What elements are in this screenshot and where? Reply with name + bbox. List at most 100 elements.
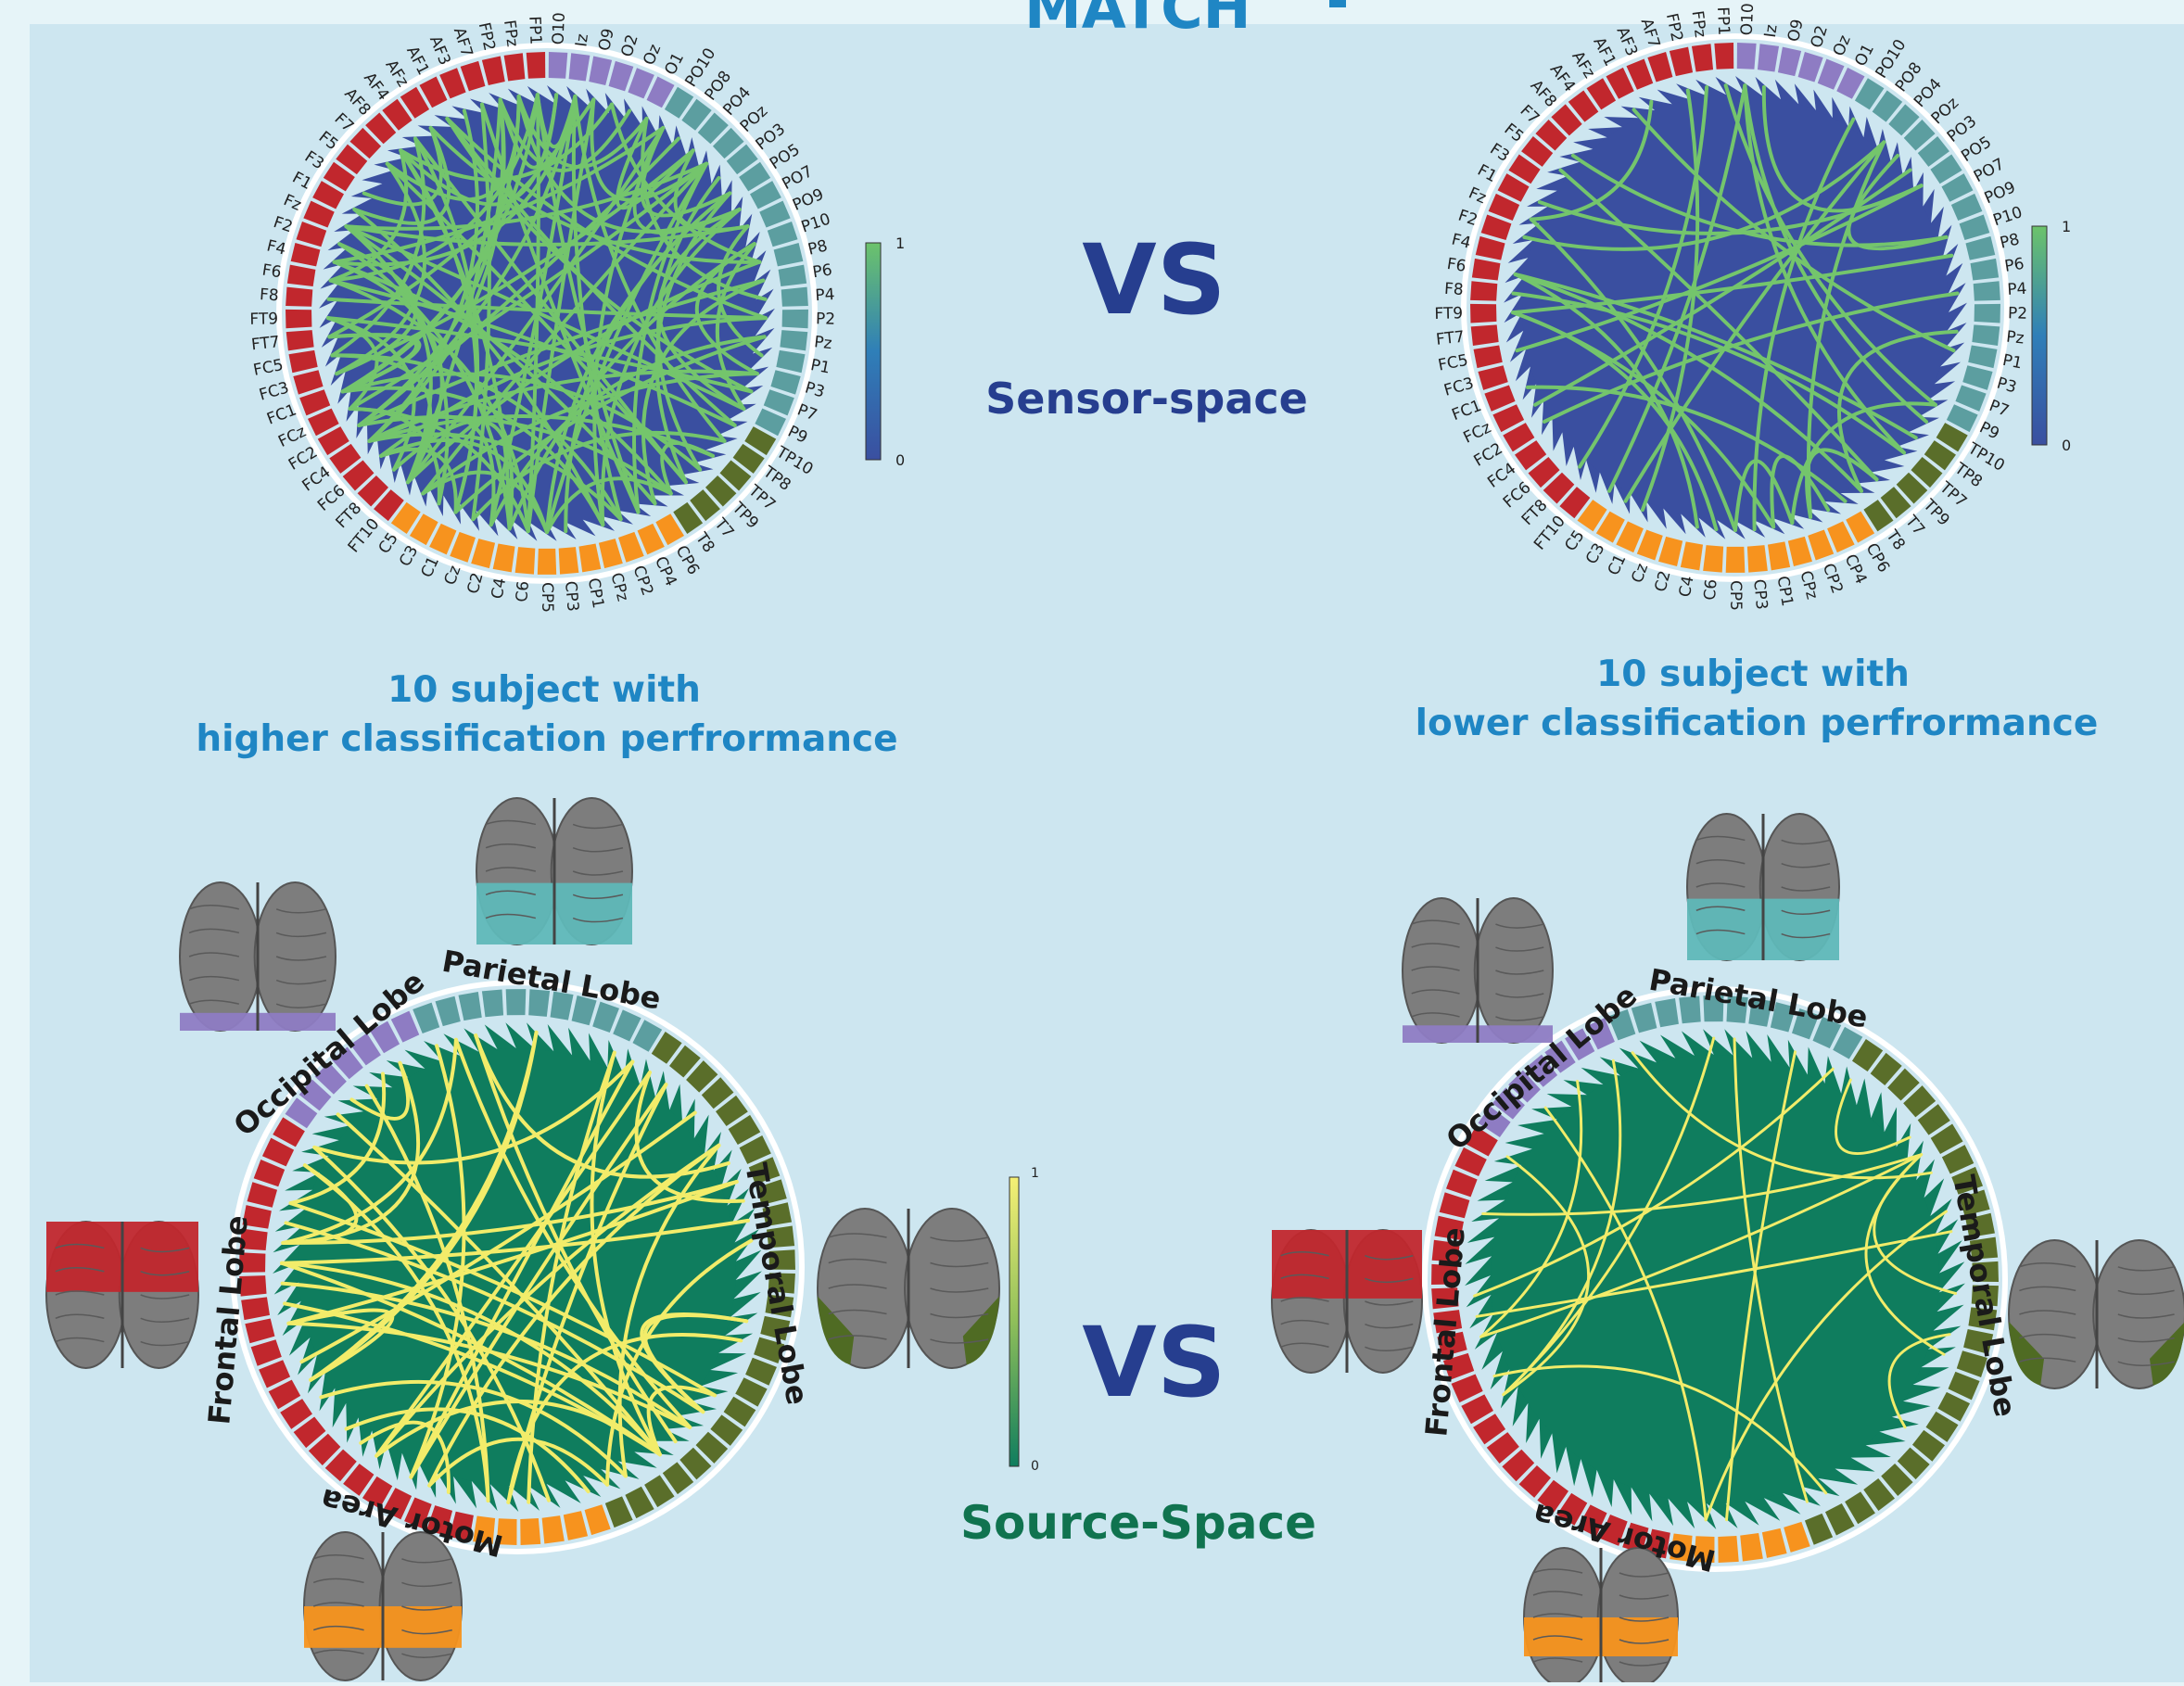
electrode-segment <box>390 501 421 534</box>
electrode-segment <box>765 1294 794 1318</box>
electrode-segment <box>745 1357 777 1386</box>
electrode-label: CP5 <box>1726 580 1745 611</box>
electrode-segment <box>526 52 546 79</box>
connectivity-core <box>1491 1055 1939 1503</box>
electrode-segment <box>1748 997 1772 1027</box>
electrode-segment <box>429 523 457 555</box>
electrode-segment <box>1936 423 1968 452</box>
electrode-label: P2 <box>816 310 836 328</box>
electrode-segment <box>1812 1016 1842 1049</box>
connection-link <box>1473 1067 1835 1298</box>
electrode-segment <box>550 991 574 1020</box>
connection-link <box>590 97 709 202</box>
connection-link <box>1570 153 1949 247</box>
electrode-segment <box>1746 545 1768 573</box>
electrode-segment <box>382 1488 413 1520</box>
electrode-segment <box>695 1431 729 1464</box>
electrode-segment <box>1631 1002 1657 1033</box>
electrode-label: F4 <box>265 236 288 259</box>
brain-illustrations <box>45 797 2184 1686</box>
electrode-label: FT9 <box>249 310 278 329</box>
electrode-segment <box>1973 281 2000 301</box>
electrode-segment <box>1911 457 1943 488</box>
electrode-segment <box>290 243 321 267</box>
electrode-segment <box>286 286 313 307</box>
electrode-segment <box>1556 1492 1588 1526</box>
connection-link <box>1864 1153 1946 1356</box>
electrode-label: P4 <box>815 285 835 305</box>
electrode-segment <box>1941 173 1974 202</box>
electrode-segment <box>280 1399 312 1429</box>
connection-link <box>362 125 443 207</box>
temporal-brain-icon <box>2008 1239 2184 1389</box>
electrode-segment <box>781 309 808 329</box>
electrode-segment <box>1797 51 1823 82</box>
motor-brain-icon <box>303 1531 463 1681</box>
electrode-segment <box>1965 235 1996 260</box>
electrode-segment <box>242 1205 272 1229</box>
electrode-segment <box>1714 43 1734 70</box>
electrode-segment <box>449 1511 474 1541</box>
electrode-segment <box>1503 423 1535 452</box>
electrode-segment <box>1543 472 1575 504</box>
electrode-segment <box>382 98 413 131</box>
connection-link <box>1513 272 1918 440</box>
electrode-segment <box>625 1486 654 1519</box>
electrode-segment <box>268 1379 301 1410</box>
electrode-segment <box>1691 44 1714 72</box>
connection-link <box>337 242 512 531</box>
electrode-segment <box>716 1095 748 1127</box>
connection-link <box>326 316 379 412</box>
connection-link <box>299 1110 697 1364</box>
connection-link <box>332 260 673 496</box>
electrode-segment <box>1950 193 1983 222</box>
electrode-label: F6 <box>260 261 282 283</box>
electrode-segment <box>1887 1068 1920 1101</box>
connection-link <box>1847 153 1949 251</box>
electrode-label: F6 <box>1445 255 1467 276</box>
electrode-segment <box>1431 1287 1459 1310</box>
colorbar-min-label: 0 <box>1031 1459 1039 1474</box>
electrode-segment <box>1955 385 1987 412</box>
electrode-segment <box>1974 303 2000 323</box>
higher-caption-line1: 10 subject with <box>387 669 701 711</box>
connection-link <box>1704 1210 1949 1522</box>
electrode-segment <box>748 1157 781 1185</box>
electrode-segment <box>286 309 312 329</box>
electrode-label: FPz <box>1688 9 1710 38</box>
electrode-segment <box>1669 46 1694 77</box>
electrode-segment <box>726 144 758 175</box>
connection-link <box>1770 454 1831 529</box>
electrode-label: F4 <box>1450 231 1473 253</box>
electrode-segment <box>1911 1429 1945 1462</box>
electrode-label: P4 <box>2007 280 2027 299</box>
electrode-segment <box>1917 136 1949 167</box>
electrode-segment <box>710 1414 743 1446</box>
electrode-segment <box>308 1433 341 1466</box>
electrode-segment <box>1586 78 1617 110</box>
electrode-segment <box>773 243 804 267</box>
connection-link <box>352 207 605 527</box>
connection-link <box>1492 1364 1828 1495</box>
electrode-segment <box>245 1318 275 1344</box>
connection-link <box>280 1261 662 1457</box>
connection-link <box>516 94 649 169</box>
connection-link <box>641 116 768 301</box>
electrode-segment <box>323 161 355 192</box>
electrode-segment <box>655 513 685 546</box>
electrode-segment <box>1917 1104 1950 1135</box>
electrode-segment <box>1636 529 1663 561</box>
electrode-segment <box>728 1114 761 1145</box>
electrode-segment <box>1486 1432 1519 1464</box>
electrode-segment <box>357 475 389 507</box>
electrode-segment <box>261 1137 295 1167</box>
electrode-segment <box>503 53 526 82</box>
electrode-segment <box>1445 1169 1478 1198</box>
electrode-segment <box>548 52 568 79</box>
electrode-segment <box>1930 154 1962 184</box>
electrode-segment <box>1937 1391 1971 1422</box>
electrode-label: P8 <box>1998 230 2021 252</box>
connection-link <box>288 1201 717 1398</box>
electrode-label: Iz <box>572 32 592 47</box>
electrode-segment <box>520 1518 541 1545</box>
